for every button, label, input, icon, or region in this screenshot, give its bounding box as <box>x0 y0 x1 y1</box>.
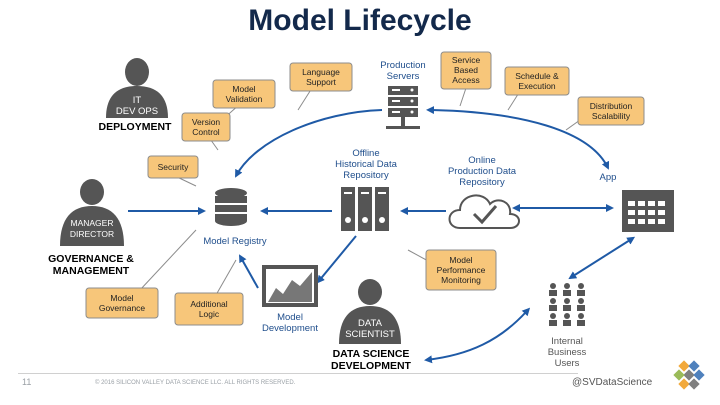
callout-language-support-text: Language Support <box>302 67 340 87</box>
deployment-role: DEPLOYMENT <box>98 121 172 133</box>
server-icon <box>386 86 420 129</box>
data-science-role: DATA SCIENCE DEVELOPMENT <box>331 348 411 372</box>
callout-language-support <box>289 62 353 92</box>
app-window-icon <box>622 190 674 232</box>
callout-additional-logic <box>174 292 244 326</box>
callout-security <box>147 155 199 179</box>
page-number: 11 <box>22 377 32 387</box>
footer-divider <box>18 373 578 374</box>
data-scientist-label: DATA SCIENTIST <box>345 318 395 340</box>
cloud-icon <box>448 194 520 229</box>
arrow-offline-to-development <box>316 235 357 284</box>
brand-logo-icon <box>673 360 705 390</box>
callout-schedule-text: Schedule & Execution <box>515 71 559 91</box>
callout-security-text: Security <box>157 162 189 172</box>
online-repo-label: Online Production Data Repository <box>447 155 517 188</box>
model-development-label: Model Development <box>262 312 318 334</box>
callout-distribution-text: Distribution Scalability <box>589 101 633 121</box>
arrow-servers-to-registry <box>235 109 383 178</box>
callout-model-governance-text: Model Governance <box>98 293 146 313</box>
person-icon-group <box>60 58 401 344</box>
callout-distribution <box>577 96 645 126</box>
app-label: App <box>599 172 617 183</box>
callout-model-performance-text: Model Performance Monitoring <box>436 255 486 285</box>
arrow-development-to-registry <box>239 254 259 289</box>
callout-service-access <box>440 51 492 90</box>
callout-model-performance <box>425 249 497 291</box>
area-chart-icon <box>262 265 318 307</box>
manager-person-icon <box>60 179 124 246</box>
production-servers-label: Production Servers <box>380 60 426 82</box>
callout-version-control <box>181 112 231 142</box>
arrow-users-scientist <box>424 307 531 364</box>
it-devops-person-icon <box>106 58 168 118</box>
arrow-servers-app <box>426 106 610 170</box>
callout-version-control-text: Version Control <box>191 117 221 137</box>
callout-model-governance <box>85 287 159 319</box>
arrow-app-users <box>568 236 636 280</box>
twitter-handle: @SVDataScience <box>572 377 653 388</box>
governance-role: GOVERNANCE & MANAGEMENT <box>48 253 134 277</box>
it-devops-label: IT DEV OPS <box>115 95 159 117</box>
callout-service-access-text: Service Based Access <box>451 55 481 85</box>
data-scientist-person-icon <box>339 279 401 344</box>
callout-model-validation <box>212 79 276 109</box>
database-icon <box>215 188 247 226</box>
internal-users-label: Internal Business Users <box>547 336 587 369</box>
model-registry-label: Model Registry <box>203 236 267 247</box>
callout-schedule <box>504 66 570 96</box>
offline-repo-label: Offline Historical Data Repository <box>335 148 397 181</box>
callout-model-validation-text: Model Validation <box>225 84 263 104</box>
users-group-icon <box>549 283 585 326</box>
manager-label: MANAGER DIRECTOR <box>69 218 115 239</box>
binder-icon <box>341 187 389 231</box>
copyright-text: © 2016 SILICON VALLEY DATA SCIENCE LLC. … <box>95 380 296 386</box>
page-title: Model Lifecycle <box>248 4 472 37</box>
callout-additional-logic-text: Additional Logic <box>190 299 228 319</box>
